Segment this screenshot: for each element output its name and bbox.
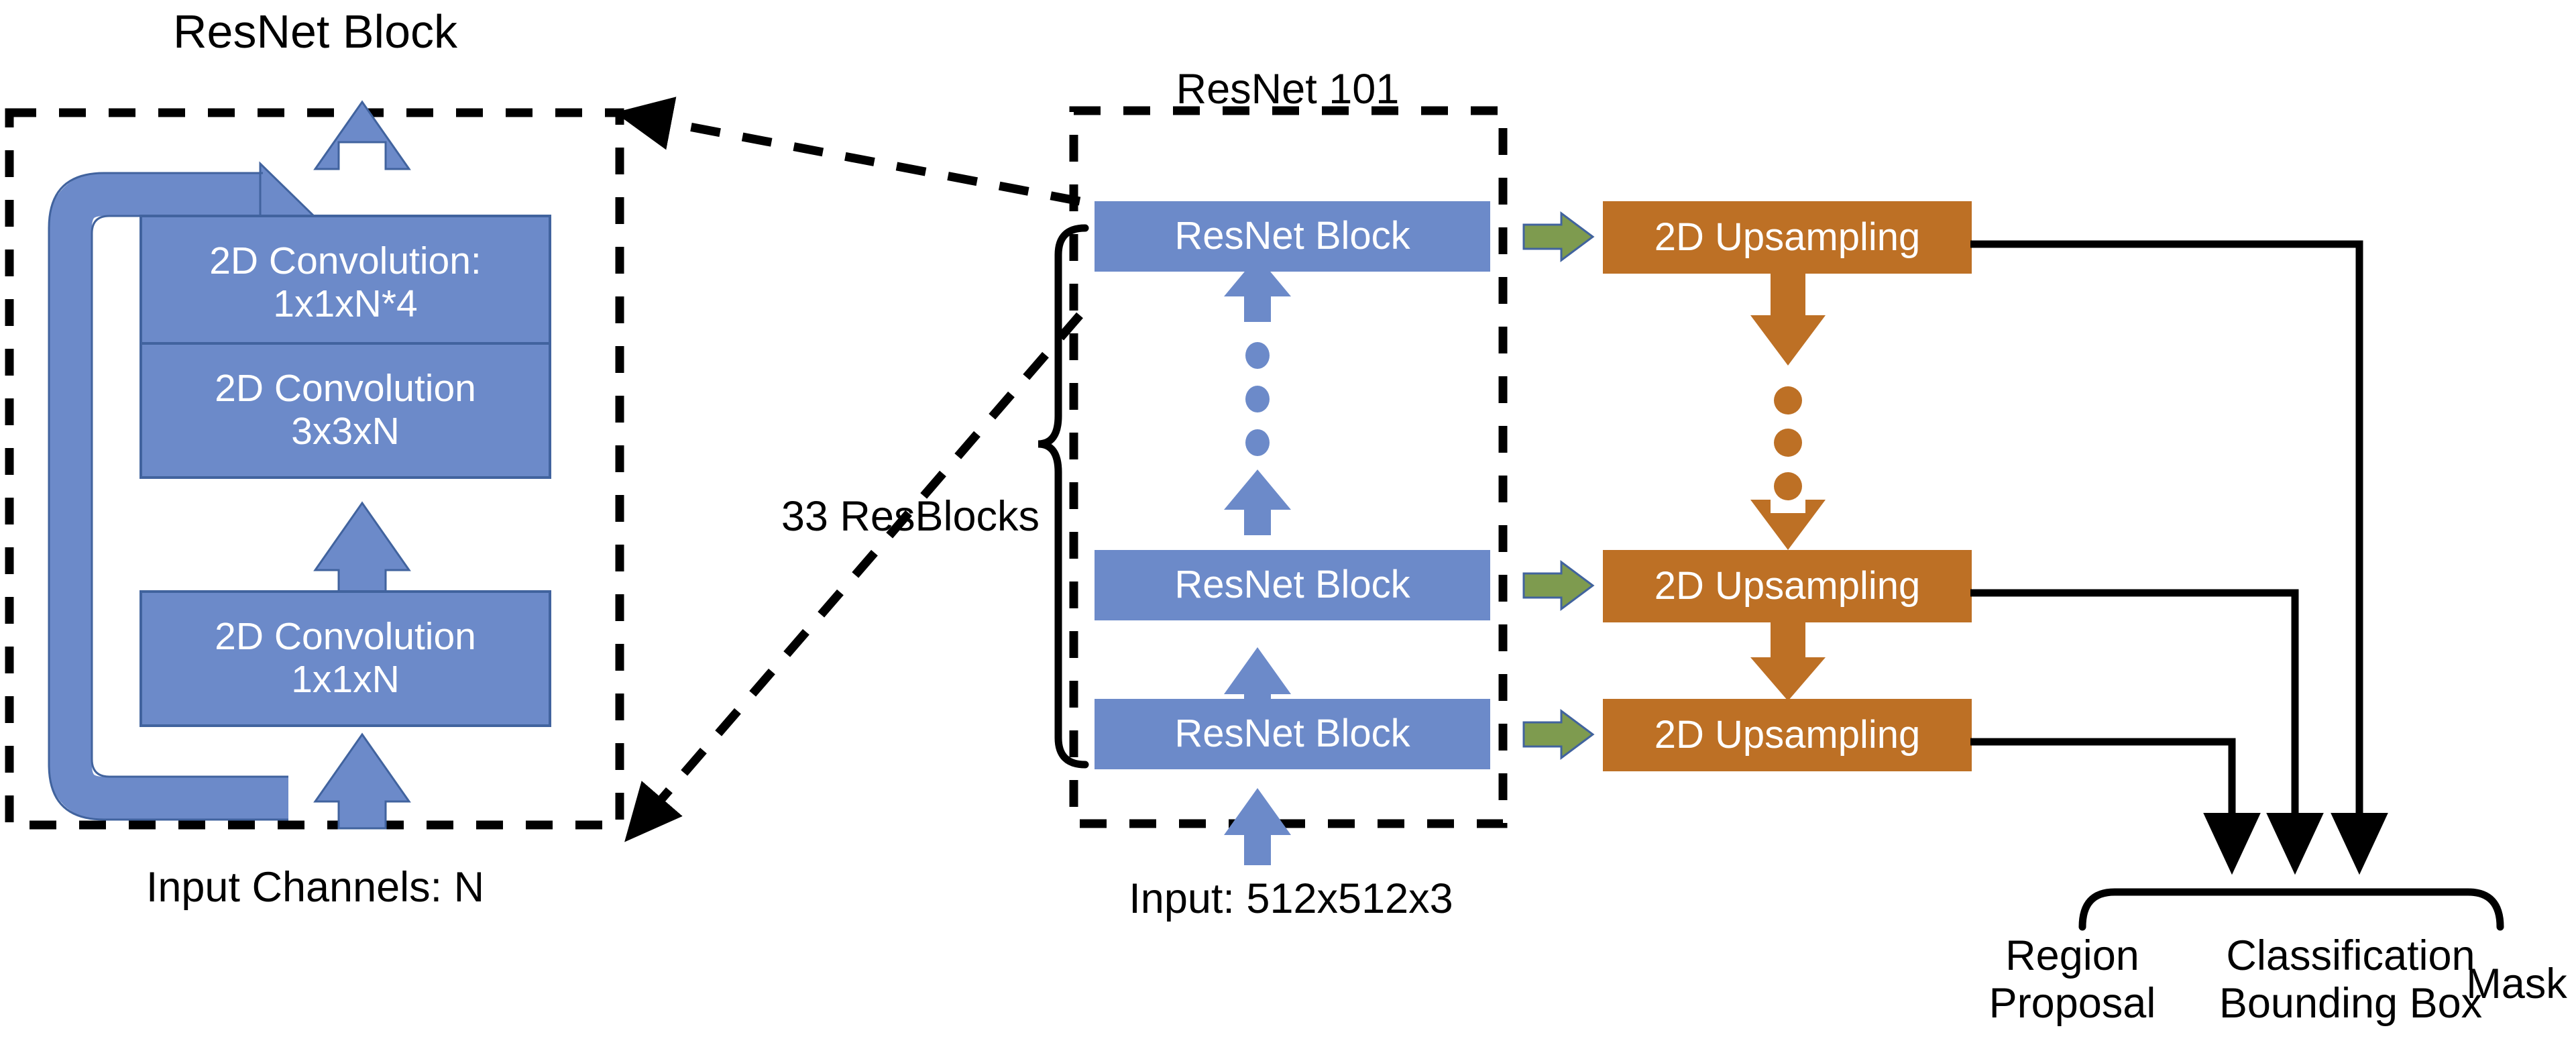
- backbone-arrow-dots-to-b1: [1224, 256, 1291, 322]
- output-label-mask: Mask: [2466, 960, 2567, 1007]
- upsample-arrow-bottom: [1750, 622, 1826, 701]
- green-arrow-bottom: [1522, 709, 1595, 760]
- green-arrow-top: [1522, 211, 1595, 262]
- output-line-region-proposal: [1970, 738, 2261, 875]
- backbone-arrow-b2-to-dots: [1224, 469, 1291, 535]
- resnet-block-dashed-border: [5, 108, 624, 830]
- output-label-classification-bbox: Classification Bounding Box: [2219, 932, 2483, 1027]
- output-line-classification: [1970, 589, 2324, 875]
- conv-arrow-input: [313, 732, 411, 830]
- output-line-mask: [1970, 240, 2388, 875]
- conv-arrow-top: [313, 100, 411, 170]
- conv-box-3x3xN[interactable]: [139, 342, 551, 479]
- conv-arrow-middle-lower: [313, 501, 411, 598]
- backbone-ellipsis-dot: [1245, 429, 1270, 456]
- green-arrow-middle: [1522, 560, 1595, 611]
- resblocks-brace: [1038, 224, 1089, 769]
- resnet-block-title: ResNet Block: [172, 5, 458, 58]
- resnet101-dashed-border: [1069, 106, 1508, 828]
- conv-box-1x1xN4[interactable]: [139, 215, 551, 351]
- upsampling-box-bottom[interactable]: [1603, 699, 1972, 771]
- input-size-caption: Input: 512x512x3: [1129, 875, 1453, 922]
- resblocks-brace-label: 33 ResBlocks: [781, 493, 1040, 540]
- output-label-region-proposal: Region Proposal: [1989, 932, 2156, 1027]
- zoom-leader-lower: [624, 312, 1083, 842]
- upsample-arrow-lower: [1750, 500, 1826, 550]
- upsample-ellipsis-dot: [1774, 386, 1802, 414]
- outputs-brace: [2078, 888, 2504, 931]
- resnet-block-middle[interactable]: [1095, 550, 1490, 620]
- upsampling-box-top[interactable]: [1603, 201, 1972, 274]
- backbone-arrow-b3-to-b2: [1224, 647, 1291, 723]
- input-channels-caption: Input Channels: N: [146, 864, 485, 911]
- resnet-block-bottom[interactable]: [1095, 699, 1490, 769]
- zoom-leader-upper: [614, 97, 1081, 206]
- backbone-ellipsis-dot: [1245, 342, 1270, 369]
- upsample-ellipsis-dot: [1774, 472, 1802, 500]
- backbone-ellipsis-dot: [1245, 386, 1270, 412]
- backbone-arrow-input: [1224, 788, 1291, 865]
- conv-box-1x1xN[interactable]: [139, 590, 551, 727]
- upsample-arrow-upper: [1750, 274, 1826, 366]
- upsample-ellipsis-dot: [1774, 429, 1802, 457]
- upsampling-box-middle[interactable]: [1603, 550, 1972, 622]
- resnet101-title: ResNet 101: [1176, 66, 1400, 113]
- resnet-block-top[interactable]: [1095, 201, 1490, 272]
